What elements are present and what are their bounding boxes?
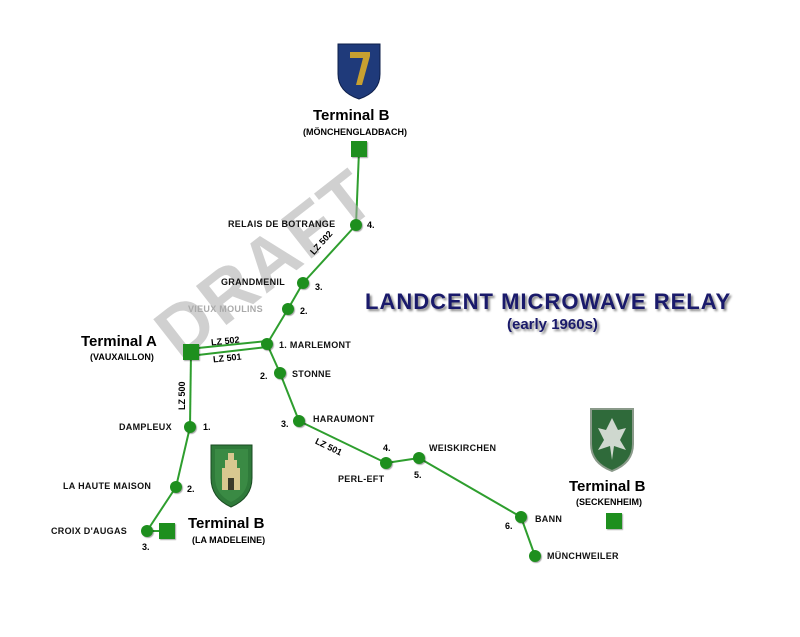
station-munchweiler-label: MÜNCHWEILER xyxy=(547,551,619,561)
terminal-vauxaillon-name: Terminal A xyxy=(81,333,157,350)
terminal-monchengladbach-name: Terminal B xyxy=(313,107,390,124)
station-perl-eft-num: 4. xyxy=(383,443,391,453)
node-weiskirchen xyxy=(413,452,425,464)
node-grandmenil xyxy=(297,277,309,289)
station-bann-num: 6. xyxy=(505,521,513,531)
node-dampleux xyxy=(184,421,196,433)
shield-eagle-icon xyxy=(590,408,634,473)
link-stonne-haraumont xyxy=(279,372,300,422)
link-label-lz500: LZ 500 xyxy=(177,381,187,410)
station-weiskirchen-num: 5. xyxy=(414,470,422,480)
terminal-seckenheim-marker xyxy=(606,513,622,529)
shield-7-icon xyxy=(337,43,381,100)
station-bann-label: BANN xyxy=(535,514,563,524)
terminal-monchengladbach-marker xyxy=(351,141,367,157)
link-vauxaillon-dampleux xyxy=(189,351,192,428)
node-munchweiler xyxy=(529,550,541,562)
link-dampleux-hautemaison xyxy=(175,426,191,488)
station-vieux-moulins-label: VIEUX MOULINS xyxy=(188,304,263,314)
station-weiskirchen-label: WEISKIRCHEN xyxy=(429,443,497,453)
link-bann-munchweiler xyxy=(520,516,536,557)
diagram-title: LANDCENT MICROWAVE RELAY xyxy=(365,289,732,314)
station-croix-daugas-num: 3. xyxy=(142,542,150,552)
station-vieux-moulins-num: 2. xyxy=(300,306,308,316)
terminal-vauxaillon-marker xyxy=(183,344,199,360)
link-haraumont-perleft xyxy=(298,420,387,464)
terminal-vauxaillon-location: (VAUXAILLON) xyxy=(90,352,154,362)
station-grandmenil-label: GRANDMENIL xyxy=(221,277,285,287)
diagram-subtitle: (early 1960s) xyxy=(507,316,598,333)
station-haute-maison-num: 2. xyxy=(187,484,195,494)
node-haraumont xyxy=(293,415,305,427)
relay-links xyxy=(146,150,536,557)
node-marlemont xyxy=(261,338,273,350)
station-stonne-label: STONNE xyxy=(292,369,332,379)
terminal-monchengladbach-location: (MÖNCHENGLADBACH) xyxy=(303,127,407,137)
link-monchengladbach-botrange xyxy=(355,150,360,226)
terminal-seckenheim-location: (SECKENHEIM) xyxy=(576,497,643,507)
node-croix-daugas xyxy=(141,525,153,537)
station-botrange-num: 4. xyxy=(367,220,375,230)
station-croix-daugas-label: CROIX D'AUGAS xyxy=(51,526,128,536)
station-botrange-label: RELAIS DE BOTRANGE xyxy=(228,219,336,229)
station-perl-eft-label: PERL-EFT xyxy=(338,474,385,484)
node-vieux-moulins xyxy=(282,303,294,315)
station-haute-maison-label: LA HAUTE MAISON xyxy=(63,481,152,491)
link-weiskirchen-bann xyxy=(418,457,522,518)
station-dampleux-num: 1. xyxy=(203,422,211,432)
station-marlemont-label: 1. MARLEMONT xyxy=(279,340,352,350)
station-haraumont-num: 3. xyxy=(281,419,289,429)
terminal-seckenheim-name: Terminal B xyxy=(569,478,646,495)
shield-tower-icon xyxy=(210,444,253,508)
station-grandmenil-num: 3. xyxy=(315,282,323,292)
terminal-madeleine-location: (LA MADELEINE) xyxy=(192,535,266,545)
node-haute-maison xyxy=(170,481,182,493)
link-vauxaillon-marlemont-b xyxy=(197,346,268,356)
link-hautemaison-croix xyxy=(146,486,177,532)
station-haraumont-label: HARAUMONT xyxy=(313,414,375,424)
terminal-madeleine-marker xyxy=(159,523,175,539)
station-stonne-num: 2. xyxy=(260,371,268,381)
node-perl-eft xyxy=(380,457,392,469)
station-dampleux-label: DAMPLEUX xyxy=(119,422,172,432)
link-botrange-grandmenil xyxy=(302,224,357,284)
node-stonne xyxy=(274,367,286,379)
node-bann xyxy=(515,511,527,523)
terminal-madeleine-name: Terminal B xyxy=(188,515,265,532)
node-botrange xyxy=(350,219,362,231)
link-vauxaillon-marlemont-a xyxy=(197,340,268,349)
